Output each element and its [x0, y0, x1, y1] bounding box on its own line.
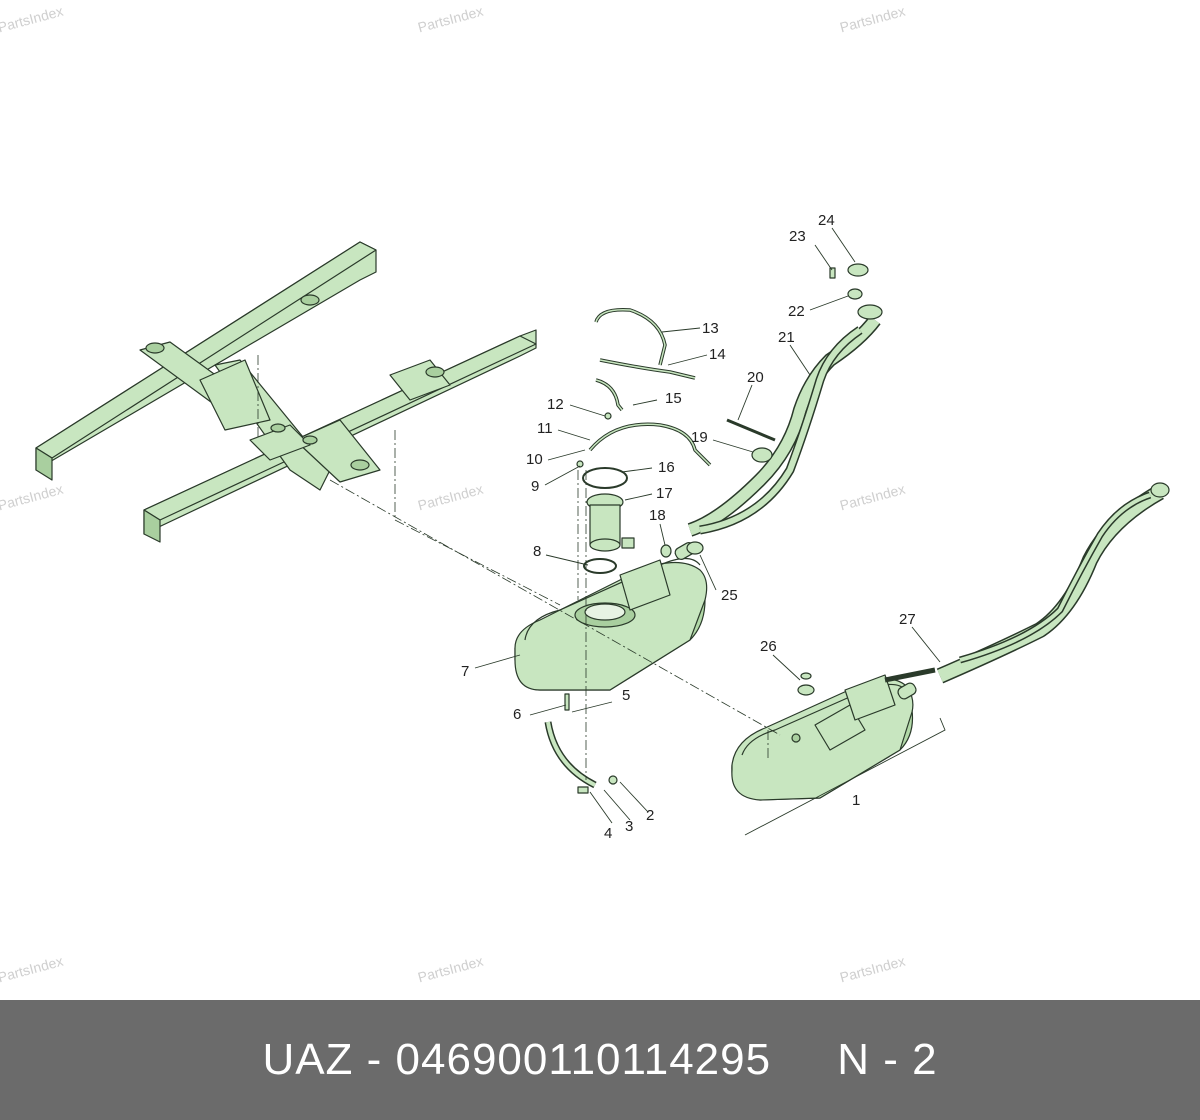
callout-14: 14	[709, 346, 726, 363]
frame-rail-left	[35, 241, 377, 481]
bolt	[577, 786, 589, 794]
callout-15: 15	[665, 390, 682, 407]
callout-18: 18	[649, 507, 666, 524]
part-title: UAZ - 046900110114295 N - 2	[262, 1035, 937, 1085]
grommet	[751, 447, 773, 463]
fuel-lines-inner	[589, 309, 711, 466]
filler-neck-cap-lower	[1150, 482, 1170, 498]
callout-9: 9	[531, 478, 540, 495]
title-gap	[771, 1035, 837, 1084]
nut	[608, 775, 618, 785]
callout-13: 13	[702, 320, 719, 337]
washer	[797, 684, 815, 696]
fuel-tank-lower	[731, 674, 917, 801]
callout-21: 21	[778, 329, 795, 346]
leader-lines	[474, 227, 946, 836]
filler-neck-flange	[857, 304, 883, 320]
part-number: 046900110114295	[395, 1035, 772, 1084]
clamp	[686, 541, 704, 555]
assembly-lines	[257, 355, 781, 780]
callout-16: 16	[658, 459, 675, 476]
callout-11: 11	[537, 420, 553, 437]
strap	[726, 418, 776, 442]
bolt	[564, 693, 570, 711]
clip	[604, 412, 612, 420]
callout-6: 6	[513, 706, 522, 723]
callout-2: 2	[646, 807, 655, 824]
callout-3: 3	[625, 818, 634, 835]
callout-17: 17	[656, 485, 673, 502]
callout-24: 24	[818, 212, 835, 229]
title-separator: -	[353, 1035, 396, 1084]
tank-mount-bracket	[544, 721, 597, 789]
callout-20: 20	[747, 369, 764, 386]
callout-27: 27	[899, 611, 916, 628]
callout-12: 12	[547, 396, 564, 413]
frame-crossmember	[139, 341, 451, 491]
callout-25: 25	[721, 587, 738, 604]
brand-name: UAZ	[262, 1035, 354, 1084]
fuel-tank-upper	[514, 542, 708, 691]
fuel-pump-module	[582, 467, 635, 574]
bolt	[829, 267, 836, 279]
filler-neck-hose	[687, 315, 881, 537]
callout-23: 23	[789, 228, 806, 245]
exploded-view-drawing	[35, 227, 1170, 836]
callout-4: 4	[604, 825, 613, 842]
callout-1: 1	[852, 792, 861, 809]
diagram-section: N - 2	[837, 1035, 938, 1084]
gasket	[847, 288, 863, 300]
callout-26: 26	[760, 638, 777, 655]
nut	[800, 672, 812, 680]
filler-neck-hose-lower	[884, 485, 1164, 684]
filler-cap	[847, 263, 869, 277]
footer-bar: UAZ - 046900110114295 N - 2	[0, 1000, 1200, 1120]
callout-10: 10	[526, 451, 543, 468]
callout-19: 19	[691, 429, 708, 446]
parts-diagram: PartsIndex PartsIndex PartsIndex PartsIn…	[0, 2, 1170, 986]
callout-22: 22	[788, 303, 805, 320]
clip	[576, 460, 584, 468]
fitting	[660, 544, 672, 558]
callout-5: 5	[622, 687, 631, 704]
callout-7: 7	[461, 663, 470, 680]
callout-8: 8	[533, 543, 542, 560]
